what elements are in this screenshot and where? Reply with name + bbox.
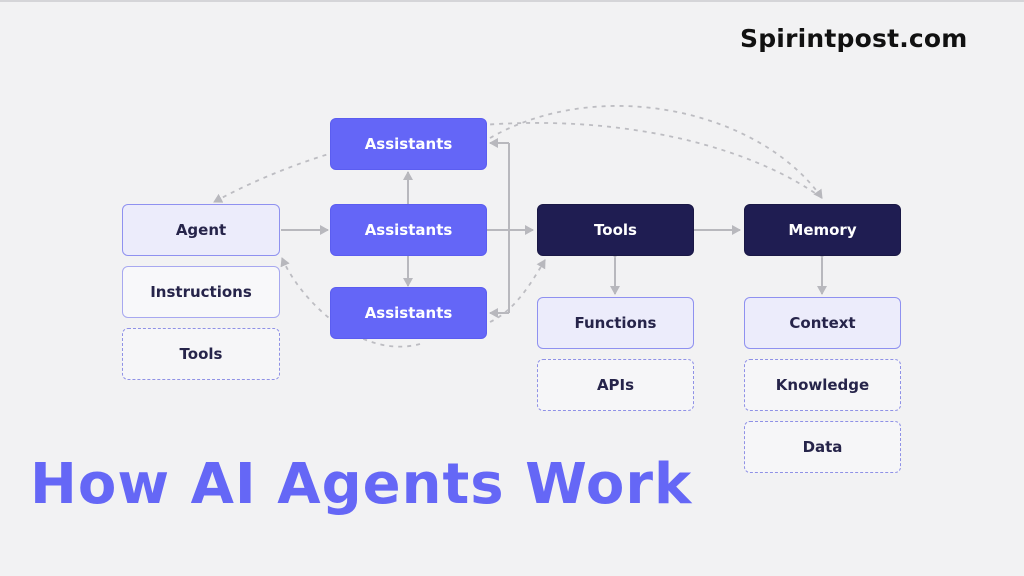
- brand-watermark: Spirintpost.com: [740, 24, 968, 53]
- tools-node[interactable]: Tools: [537, 204, 694, 256]
- assistant-bottom-node[interactable]: Assistants: [330, 287, 487, 339]
- dashed-arc-assistants-to-tools: [489, 259, 546, 323]
- apis-node[interactable]: APIs: [537, 359, 694, 411]
- agent-node[interactable]: Agent: [122, 204, 280, 256]
- data-node[interactable]: Data: [744, 421, 901, 473]
- instructions-node[interactable]: Instructions: [122, 266, 280, 318]
- headline-title: How AI Agents Work: [30, 452, 693, 517]
- knowledge-node[interactable]: Knowledge: [744, 359, 901, 411]
- top-border: [0, 0, 1024, 2]
- functions-node[interactable]: Functions: [537, 297, 694, 349]
- context-node[interactable]: Context: [744, 297, 901, 349]
- dashed-arc-assistants-to-memory: [489, 105, 823, 199]
- assistant-middle-node[interactable]: Assistants: [330, 204, 487, 256]
- dashed-arc-memory-to-agent: [213, 122, 823, 203]
- assistant-top-node[interactable]: Assistants: [330, 118, 487, 170]
- agent-tools-node[interactable]: Tools: [122, 328, 280, 380]
- memory-node[interactable]: Memory: [744, 204, 901, 256]
